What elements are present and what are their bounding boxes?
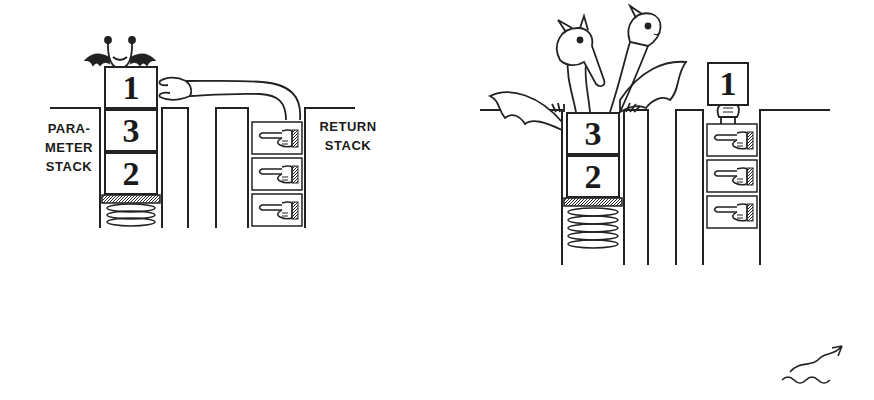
ground-line — [50, 108, 355, 228]
stack-platform — [564, 198, 622, 206]
bat-creature — [108, 48, 132, 68]
block-number: 1 — [720, 67, 737, 101]
signature-scribble — [782, 346, 842, 383]
stack-platform — [102, 195, 160, 203]
stack-spring — [568, 208, 618, 248]
dragon — [628, 13, 660, 46]
sign-holding-arm — [723, 108, 733, 112]
reaching-arm — [190, 94, 286, 120]
reaching-arm — [159, 78, 300, 120]
dragon — [568, 58, 576, 112]
ground-line — [624, 110, 648, 265]
dragon — [490, 92, 562, 130]
stack-spring — [568, 240, 618, 248]
block-number: 1 — [123, 71, 140, 105]
dragon — [558, 16, 588, 32]
number-block: 2 — [566, 155, 620, 198]
stack-label: RETURN STACK — [316, 118, 380, 156]
number-block: 1 — [104, 66, 158, 109]
ground-line — [216, 108, 248, 228]
return-stack-hands — [252, 194, 302, 226]
stack-platform — [102, 195, 160, 203]
dragon — [578, 38, 583, 43]
stack-spring — [568, 232, 618, 240]
ground-line — [676, 110, 703, 265]
block-number: 3 — [123, 114, 140, 148]
stack-spring — [107, 204, 155, 226]
signature-scribble — [782, 377, 830, 383]
dragon — [654, 32, 660, 35]
dragon — [620, 62, 686, 112]
block-number: 2 — [123, 157, 140, 191]
return-stack-hands — [707, 124, 757, 228]
dragon — [610, 6, 686, 112]
sign-holding-arm — [718, 104, 739, 124]
reaching-arm — [159, 78, 191, 100]
stack-spring — [568, 216, 618, 224]
dragon — [552, 103, 564, 112]
dragon — [646, 24, 651, 29]
reaching-arm — [186, 81, 300, 120]
dragon — [630, 6, 642, 18]
ground-line — [480, 110, 562, 265]
stack-spring — [568, 208, 618, 216]
block-number: 2 — [585, 160, 602, 194]
ground-line — [162, 108, 188, 228]
return-stack-hands — [252, 158, 302, 190]
return-stack-hands — [252, 122, 302, 226]
bat-creature — [86, 54, 109, 65]
number-block: 3 — [104, 109, 158, 152]
stack-platform — [564, 198, 622, 206]
stack-label: PARA- METER STACK — [40, 120, 98, 177]
return-stack-hands — [707, 124, 757, 156]
block-number: 3 — [585, 117, 602, 151]
return-stack-hands — [252, 122, 302, 154]
bat-creature — [108, 42, 132, 48]
number-block: 2 — [104, 152, 158, 195]
dragon — [610, 42, 630, 112]
dragon — [557, 28, 604, 86]
signature-scribble — [790, 346, 842, 372]
dragon — [620, 46, 648, 112]
number-block: 3 — [566, 112, 620, 155]
stack-spring — [107, 218, 155, 226]
bat-creature — [105, 37, 111, 43]
dragon — [626, 103, 640, 112]
return-stack-hands — [707, 196, 757, 228]
bat-creature — [113, 57, 127, 60]
return-stack-hands — [707, 160, 757, 192]
number-sign: 1 — [707, 62, 749, 106]
bat-creature — [131, 54, 154, 65]
bat-creature — [129, 37, 135, 43]
stack-spring — [568, 224, 618, 232]
ground-line — [480, 110, 830, 265]
bat-creature — [86, 37, 154, 68]
ground-line — [760, 110, 830, 265]
